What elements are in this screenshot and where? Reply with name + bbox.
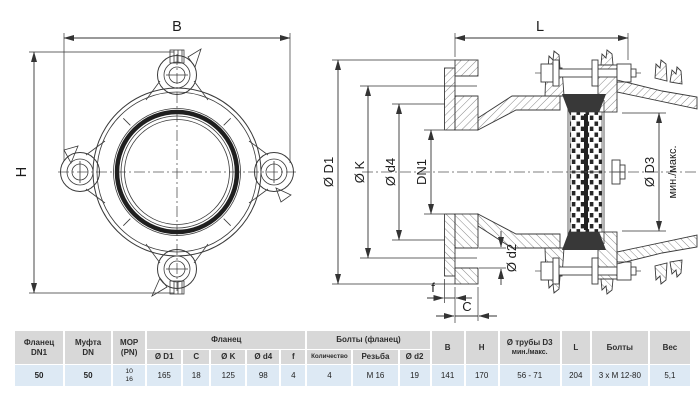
cell-pipe-d3: 56 - 71 — [499, 365, 560, 386]
dim-d3: Ø D3 мин./макс. — [622, 112, 679, 232]
dim-dn1: DN1 — [414, 129, 444, 215]
dim-d4-label: Ø d4 — [383, 158, 398, 186]
dim-k: Ø K — [352, 85, 477, 259]
dim-d2: Ø d2 — [479, 231, 519, 285]
dim-h: H — [14, 51, 174, 294]
flange-plate-inner — [454, 95, 479, 131]
technical-drawing: B H — [14, 19, 698, 323]
cell-mop: 10 16 — [113, 365, 146, 386]
dim-d1-label: Ø D1 — [321, 157, 336, 187]
cell-d4: 98 — [247, 365, 280, 386]
bolt-lug-bottom — [145, 243, 209, 297]
dim-l: L — [454, 19, 629, 60]
bolt-head — [540, 63, 554, 83]
retainer-clip-left — [63, 145, 79, 164]
col-c: C — [183, 350, 210, 364]
front-view: B H — [14, 19, 296, 297]
side-plug — [611, 159, 621, 173]
col-pipe-d3-range: мин./макс. — [511, 349, 548, 357]
raised-face — [444, 67, 456, 131]
bolt-lug-right — [248, 140, 294, 204]
col-f: f — [281, 350, 306, 364]
dim-h-label: H — [14, 167, 30, 177]
bolt-lug-top — [145, 48, 209, 101]
col-pipe-d3-title: Ø трубы D3 — [506, 337, 553, 347]
col-l: L — [561, 331, 590, 364]
dim-d3-label: Ø D3 — [642, 157, 657, 187]
dim-b: B — [63, 19, 291, 163]
cell-flange-dn1: 50 — [15, 365, 64, 386]
dim-f-label: f — [431, 280, 435, 295]
retainer-clip-right — [275, 187, 292, 203]
table-row: 50 50 10 16 165 18 125 98 4 4 M 16 19 14… — [15, 365, 690, 386]
col-d1: Ø D1 — [147, 350, 182, 364]
body-cone-wall — [477, 95, 561, 131]
dim-k-label: Ø K — [352, 160, 367, 183]
cell-qty: 4 — [307, 365, 352, 386]
cell-k: 125 — [211, 365, 246, 386]
col-coupling-dn: Муфта DN — [65, 331, 112, 364]
dim-c-label: C — [462, 299, 471, 314]
col-d2: Ø d2 — [399, 350, 430, 364]
gland-cone — [616, 79, 698, 110]
retainer-clip-bottom — [151, 277, 168, 297]
cell-d1: 165 — [147, 365, 182, 386]
col-thread: Резьба — [353, 350, 398, 364]
cell-h: 170 — [465, 365, 498, 386]
col-flange-dn1: Фланец DN1 — [15, 331, 64, 364]
col-b: B — [431, 331, 464, 364]
col-d4: Ø d4 — [247, 350, 280, 364]
col-k: Ø K — [211, 350, 246, 364]
dim-f: f — [427, 279, 472, 323]
gland-claw — [600, 49, 614, 66]
dim-c: C — [436, 287, 497, 321]
cell-weight: 5,1 — [649, 365, 690, 386]
retainer-clip-top — [187, 48, 202, 68]
col-mop: MOP (PN) — [113, 331, 146, 364]
cell-b: 141 — [431, 365, 464, 386]
section-top-half — [444, 49, 698, 173]
dim-d3-range-label: мин./макс. — [667, 145, 679, 198]
col-qty: Количество — [307, 350, 352, 364]
dim-l-label: L — [536, 19, 544, 35]
cell-d2: 19 — [399, 365, 430, 386]
group-flange: Фланец — [147, 331, 306, 349]
bolt-lug-left — [60, 140, 106, 204]
cell-bolts: 3 x M 12-80 — [591, 365, 648, 386]
cell-thread: M 16 — [353, 365, 398, 386]
cell-f: 4 — [281, 365, 306, 386]
bolt-nut — [616, 63, 632, 83]
dim-d1: Ø D1 — [321, 59, 455, 285]
col-weight: Вес — [649, 331, 690, 364]
dim-dn1-label: DN1 — [414, 159, 429, 185]
dim-b-label: B — [172, 19, 182, 35]
end-claw-2 — [669, 66, 683, 85]
spec-table: Фланец DN1 Муфта DN MOP (PN) Фланец Болт… — [13, 330, 692, 387]
col-pipe-d3: Ø трубы D3 мин./макс. — [499, 331, 560, 364]
dim-d4: Ø d4 — [383, 103, 445, 241]
gasket-ring — [114, 109, 240, 235]
cell-l: 204 — [561, 365, 590, 386]
coupling-bolt — [535, 59, 641, 87]
cell-coupling-dn: 50 — [65, 365, 112, 386]
cell-c: 18 — [183, 365, 210, 386]
end-claw-1 — [654, 59, 668, 82]
col-bolts: Болты — [591, 331, 648, 364]
flange-plate-outer — [454, 59, 479, 77]
group-flange-bolts: Болты (фланец) — [307, 331, 430, 349]
section-view: L Ø D1 Ø K Ø d4 DN1 — [321, 19, 698, 323]
grip-core — [584, 114, 588, 172]
col-h: H — [465, 331, 498, 364]
dim-d2-label: Ø d2 — [504, 244, 519, 272]
